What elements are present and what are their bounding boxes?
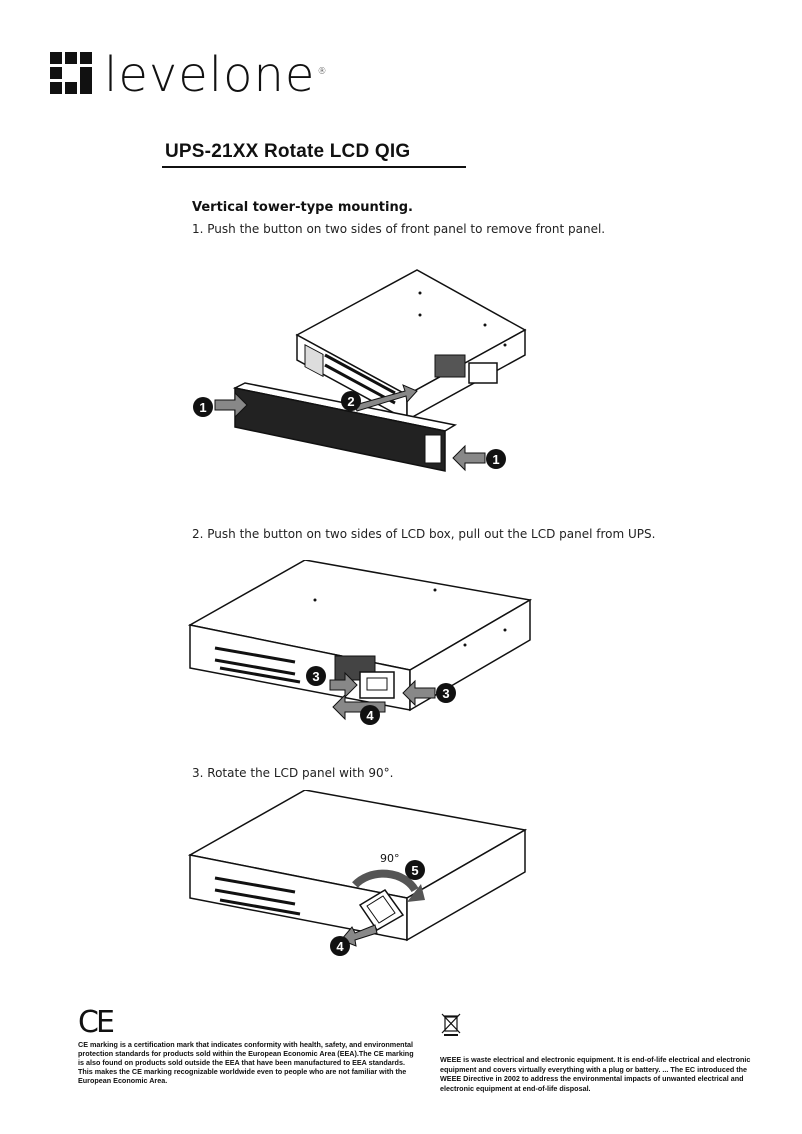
step-2-text: 2. Push the button on two sides of LCD b…	[192, 527, 656, 541]
title-underline	[162, 166, 466, 168]
callout-2: 2	[347, 394, 354, 409]
levelone-logo: levelone®	[50, 47, 328, 103]
callout-4: 4	[366, 708, 374, 723]
brand-name: levelone®	[104, 47, 328, 103]
step-3-text: 3. Rotate the LCD panel with 90°.	[192, 766, 394, 780]
callout-1-left: 1	[199, 400, 206, 415]
step-1-text: 1. Push the button on two sides of front…	[192, 222, 606, 236]
weee-description: WEEE is waste electrical and electronic …	[440, 1055, 751, 1093]
crossed-out-wheelie-bin-icon	[440, 1012, 462, 1041]
callout-1-right: 1	[492, 452, 499, 467]
ce-description: CE marking is a certification mark that …	[78, 1040, 414, 1085]
ce-mark: CE	[78, 1005, 115, 1040]
angle-label: 90°	[380, 852, 400, 865]
callout-4: 4	[336, 939, 344, 954]
page-title: UPS-21XX Rotate LCD QIG	[165, 141, 411, 162]
figure-rotate-lcd: 90° 5 4	[185, 790, 575, 965]
section-heading: Vertical tower-type mounting.	[192, 200, 413, 215]
callout-3-left: 3	[312, 669, 319, 684]
callout-3-right: 3	[442, 686, 449, 701]
figure-remove-front-panel: 1 2 1	[185, 265, 575, 485]
logo-grid-icon	[50, 51, 94, 96]
callout-5: 5	[411, 863, 418, 878]
figure-pull-out-lcd: 3 4 3	[185, 560, 575, 735]
